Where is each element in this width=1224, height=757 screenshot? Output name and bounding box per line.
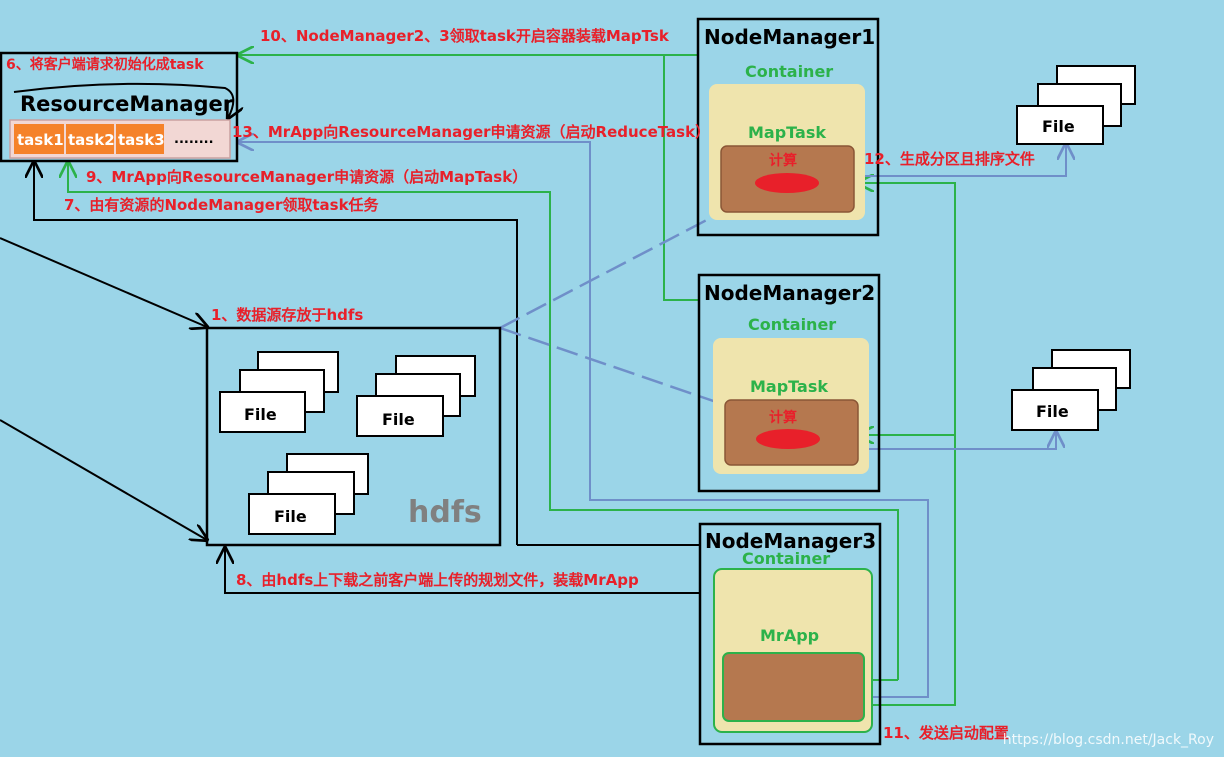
hdfs-file-stack-2: File (356, 355, 476, 437)
step11-arrow-nm1 (858, 183, 956, 435)
client-to-hdfs-upper-arrow (0, 237, 207, 327)
hdfs-file-stack-1: File (219, 351, 339, 433)
step1-label: 1、数据源存放于hdfs (211, 306, 363, 324)
node-manager-2-title: NodeManager2 (704, 281, 875, 305)
task2-label: task2 (68, 131, 115, 149)
node-manager-3: NodeManager3 Container MrApp (698, 522, 882, 746)
hdfs-file-label-1: File (244, 405, 277, 424)
step-labels: 6、将客户端请求初始化成task 10、NodeManager2、3领取task… (6, 27, 1035, 742)
step7-label: 7、由有资源的NodeManager领取task任务 (64, 196, 380, 214)
step13-arrow (238, 142, 929, 698)
step11-arrow-nm2 (858, 435, 956, 706)
task2-block (66, 124, 114, 154)
hdfs-file-stack-3: File (248, 453, 369, 535)
resource-manager-box (0, 51, 239, 163)
resource-manager: ResourceManager task1 task2 task3 ......… (0, 51, 239, 163)
hdfs-label: hdfs (408, 495, 482, 530)
step8-label: 8、由hdfs上下载之前客户端上传的规划文件，装载MrApp (236, 571, 639, 589)
step10-label: 10、NodeManager2、3领取task开启容器装载MapTsk (260, 27, 670, 45)
step6-label: 6、将客户端请求初始化成task (6, 56, 204, 73)
node-manager-3-title: NodeManager3 (705, 529, 876, 553)
hdfs-to-nm1-dashed (499, 210, 723, 330)
node-manager-2-box (697, 273, 881, 493)
node-manager-3-task-label: MrApp (760, 626, 819, 645)
output-file-stack-2: File (1011, 349, 1131, 431)
task-ellipsis: ........ (174, 132, 214, 147)
node-manager-3-box (698, 522, 882, 746)
resource-manager-title: ResourceManager (20, 92, 234, 116)
task1-block (14, 124, 64, 154)
node-manager-1-compute-ellipse (755, 173, 819, 193)
node-manager-3-container-label: Container (742, 549, 830, 568)
node-manager-1: NodeManager1 Container MapTask 计算 (696, 17, 880, 237)
node-manager-3-mrapp-compute (722, 652, 865, 722)
output-file-stack-1: File (1016, 65, 1136, 145)
hdfs-file-label-2: File (382, 410, 415, 429)
hdfs-file-label-3: File (274, 507, 307, 526)
node-manager-1-container-label: Container (745, 62, 833, 81)
step6-curve-arrow (13, 82, 233, 118)
hdfs-to-nm2-dashed (499, 326, 726, 407)
step11-label: 11、发送启动配置 (883, 724, 1009, 742)
client-to-hdfs-lower-arrow (0, 419, 207, 540)
step10-nm2-link (663, 55, 698, 301)
task3-label: task3 (118, 131, 165, 149)
step9-arrow (68, 162, 899, 680)
connections (0, 55, 1066, 706)
task1-label: task1 (17, 131, 64, 149)
step12-arrow-nm2 (858, 432, 1056, 450)
node-manager-2-compute-label: 计算 (769, 409, 797, 426)
task3-block (116, 124, 164, 154)
node-manager-2-container-label: Container (748, 315, 836, 334)
node-manager-1-box (696, 17, 880, 237)
step9-label: 9、MrApp向ResourceManager申请资源（启动MapTask） (86, 168, 527, 186)
hdfs-box (205, 326, 502, 547)
watermark-text: https://blog.csdn.net/Jack_Roy (1003, 732, 1214, 748)
output-file-label-2: File (1036, 402, 1069, 421)
step12-arrow-nm1 (856, 144, 1066, 177)
step8-arrow (225, 548, 700, 594)
node-manager-1-title: NodeManager1 (704, 25, 875, 49)
step12-label: 12、生成分区且排序文件 (864, 150, 1035, 168)
node-manager-2-task-label: MapTask (750, 377, 828, 396)
node-manager-2-compute-ellipse (756, 429, 820, 449)
step7-arrow (34, 162, 518, 545)
node-manager-1-compute-label: 计算 (769, 152, 797, 169)
node-manager-2: NodeManager2 Container MapTask 计算 (697, 273, 881, 493)
step13-label: 13、MrApp向ResourceManager申请资源（启动ReduceTas… (232, 123, 710, 141)
node-manager-1-task-label: MapTask (748, 123, 826, 142)
hdfs-store: hdfs File File File (205, 326, 502, 547)
output-file-label-1: File (1042, 117, 1075, 136)
